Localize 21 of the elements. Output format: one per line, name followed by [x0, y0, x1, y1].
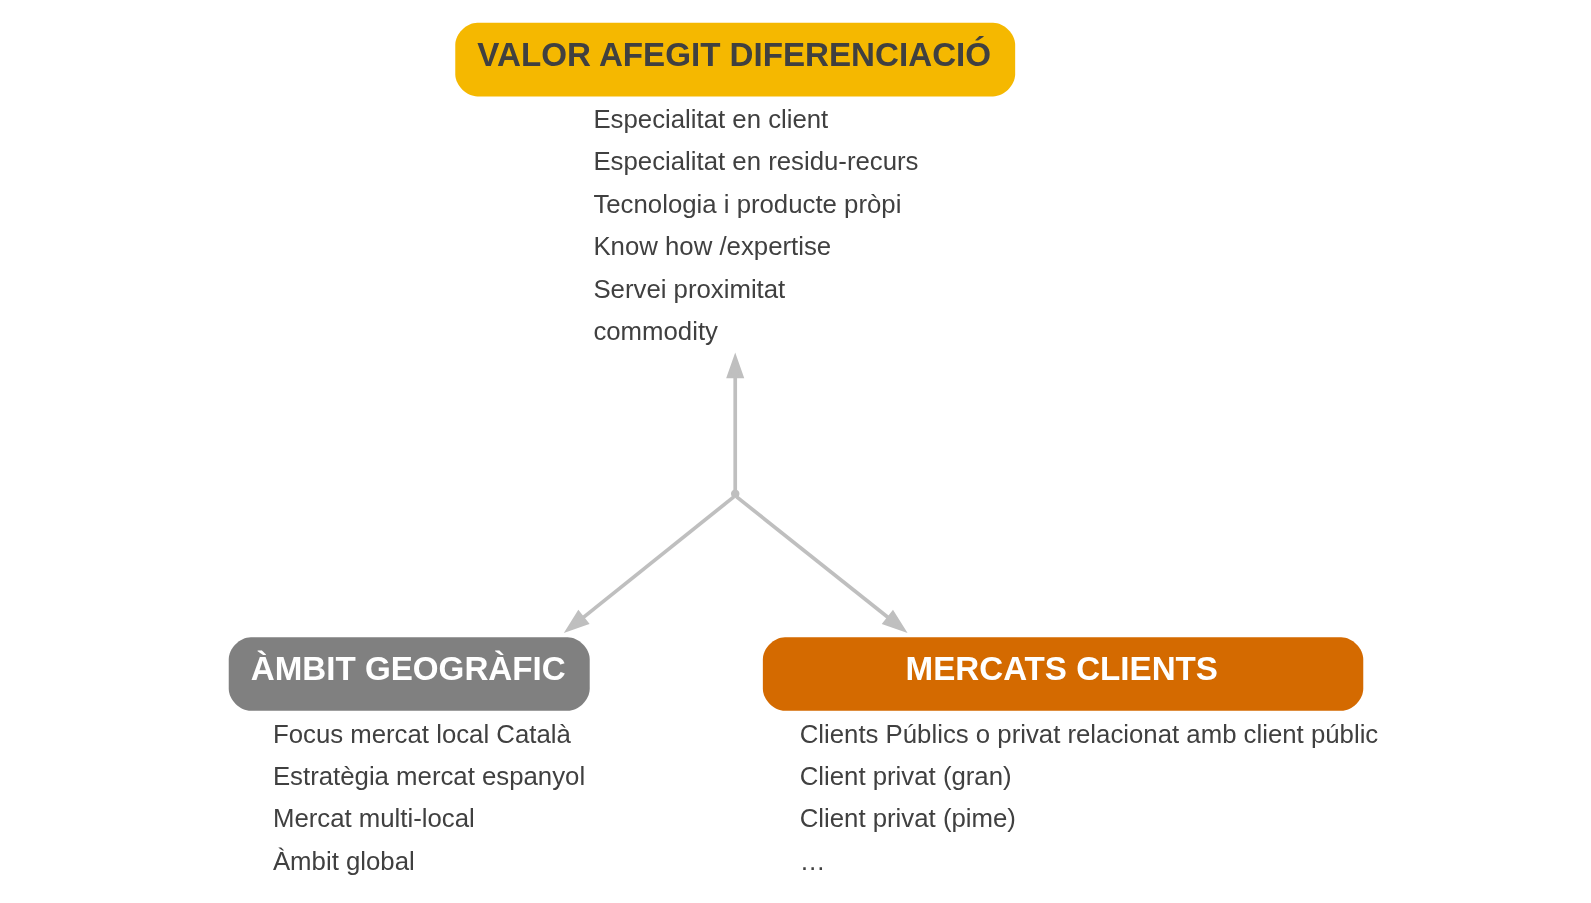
node-label: Especialitat en residu-recurs: [592, 147, 918, 176]
node-label: Àmbit global: [272, 846, 415, 875]
node-point: [730, 489, 739, 499]
node-label: …: [799, 846, 825, 875]
node-label: Know how /expertise: [592, 232, 831, 261]
arrow: [725, 352, 744, 491]
node-label: Especialitat en client: [592, 105, 828, 134]
node-label: Mercat multi-local: [272, 804, 475, 833]
node-label: Servei proximitat: [592, 274, 785, 303]
node-label: Client privat (gran): [799, 761, 1012, 790]
node-label: Estratègia mercat espanyol: [272, 761, 585, 790]
node-label: Focus mercat local Català: [272, 719, 571, 748]
node-box: ÀMBIT GEOGRÀFIC: [228, 637, 590, 711]
node-box: VALOR AFEGIT DIFERENCIACIÓ: [454, 22, 1015, 97]
arrow: [563, 495, 735, 633]
node-label: Client privat (pime): [799, 804, 1016, 833]
node-label: Tecnologia i producte pròpi: [592, 189, 901, 218]
arrow: [735, 495, 908, 633]
node-label: commodity: [592, 316, 718, 345]
node-box: MERCATS CLIENTS: [762, 637, 1363, 711]
node-label: Clients Públics o privat relacionat amb client públic: [799, 719, 1378, 748]
